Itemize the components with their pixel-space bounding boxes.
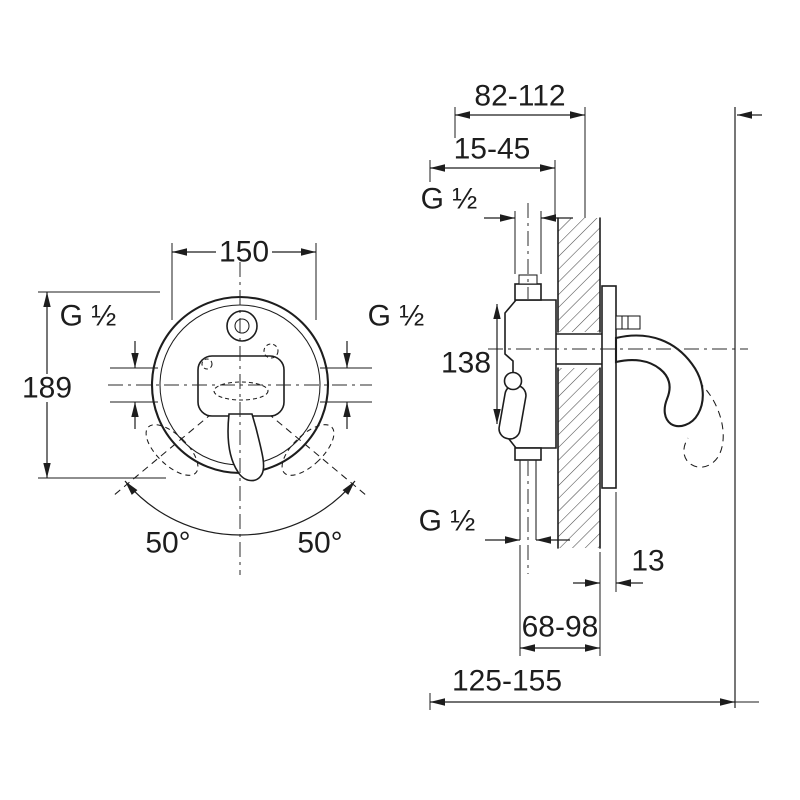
thread-label-side-top: G ½ — [421, 183, 478, 216]
handle-position-left — [145, 424, 199, 476]
wall-hatch-upper — [558, 218, 600, 332]
dim-port-distance: 138 — [441, 304, 501, 424]
dim-overall-depth-label: 125-155 — [452, 665, 562, 698]
dim-port-distance-label: 138 — [441, 347, 491, 380]
dim-outlet-depth: 68-98 — [519, 545, 600, 656]
diverter-knob-outer — [226, 310, 258, 342]
bottom-port — [514, 447, 542, 540]
thread-label-front-right: G ½ — [368, 300, 425, 333]
dim-rough-in-depth: 82-112 — [454, 80, 762, 218]
cartridge-body — [197, 355, 285, 417]
thread-top-dimension: G ½ — [421, 183, 573, 274]
lever-handle-side — [498, 371, 527, 440]
dim-plate-to-wall: 13 — [573, 492, 665, 656]
screw-hole-left — [201, 358, 213, 370]
wall-section — [557, 217, 601, 549]
dim-plate-diameter: 150 — [171, 236, 317, 320]
screw-hole-right — [263, 343, 279, 359]
dim-finish-depth: 15-45 — [429, 133, 556, 218]
dim-overall-depth: 125-155 — [429, 665, 759, 710]
cartridge-oval — [213, 381, 269, 401]
thread-label-front-left: G ½ — [60, 300, 117, 333]
dim-overall-height-label: 189 — [22, 372, 72, 405]
swing-angle-dimension: 50° 50° — [124, 480, 356, 560]
dim-plate-to-wall-label: 13 — [631, 545, 664, 578]
handle-position-right — [281, 424, 335, 476]
outlet-stub — [615, 315, 641, 330]
side-view-drawing: 82-112 15-45 G ½ 138 G ½ — [419, 80, 762, 710]
dim-finish-depth-label: 15-45 — [454, 133, 531, 166]
angle-label-left: 50° — [145, 527, 190, 560]
thread-label-side-bottom: G ½ — [419, 505, 476, 538]
lever-handle-front — [227, 413, 265, 482]
outlet-pipe — [555, 333, 603, 365]
diverter-knob-inner — [234, 318, 250, 334]
dim-plate-diameter-label: 150 — [219, 236, 269, 269]
spout-handle-solid — [614, 334, 704, 428]
dim-outlet-depth-label: 68-98 — [522, 611, 599, 644]
wall-plate — [601, 285, 617, 489]
thread-port-right: G ½ — [320, 300, 425, 429]
thread-port-left: G ½ — [60, 300, 158, 429]
front-view-drawing: G ½ G ½ 150 189 — [22, 236, 425, 575]
wall-hatch-lower — [558, 368, 600, 548]
dim-rough-in-depth-label: 82-112 — [474, 80, 565, 113]
dim-overall-height: 189 — [22, 291, 166, 479]
angle-label-right: 50° — [297, 527, 342, 560]
thread-bottom-dimension: G ½ — [419, 505, 570, 544]
